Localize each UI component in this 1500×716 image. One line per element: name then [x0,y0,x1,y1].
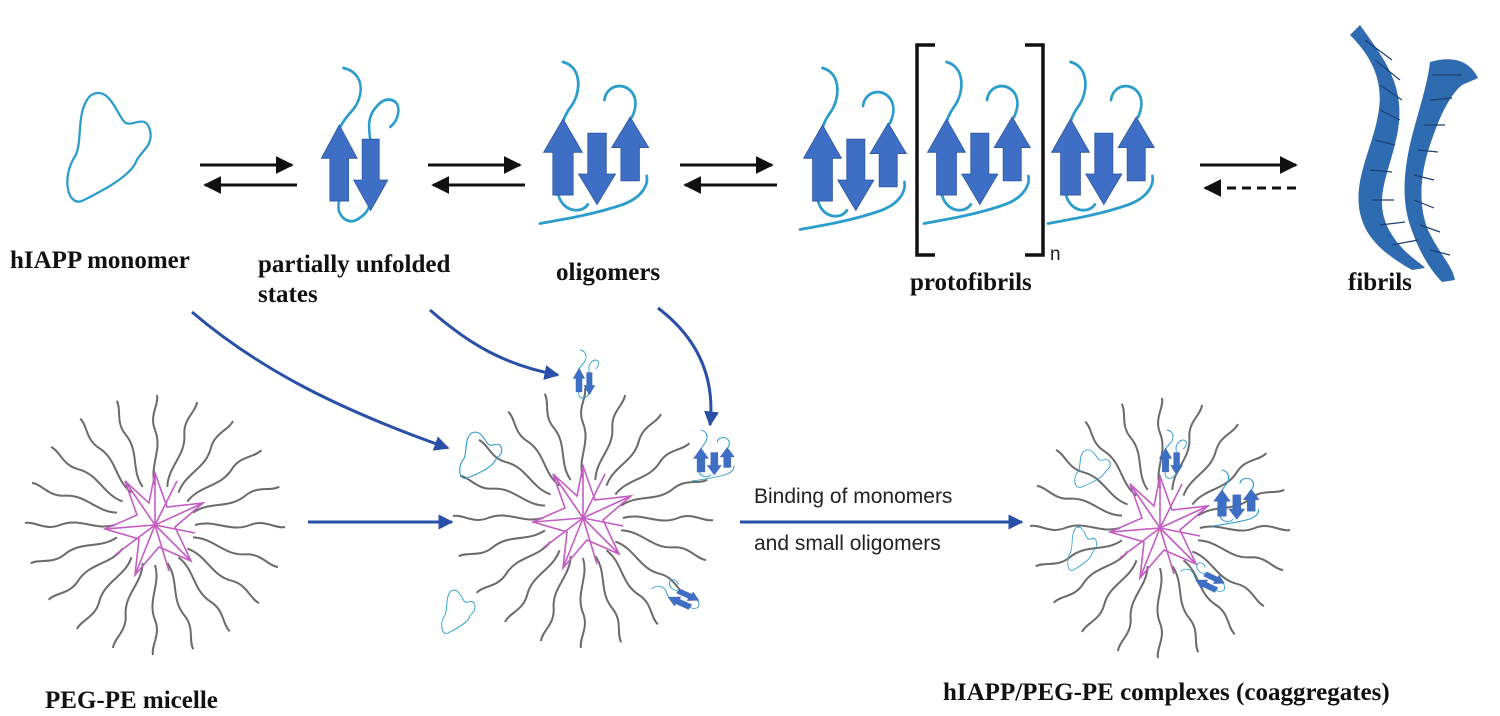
micelle-with-peptides [441,349,736,649]
bracket-right [1025,43,1045,257]
label-fibrils: fibrils [1348,269,1412,296]
equilibrium-arrows-3 [680,156,777,194]
bracket-left [915,43,935,257]
oligomer-structure [538,60,650,225]
label-binding-2: and small oligomers [754,532,941,555]
equilibrium-arrows-1 [200,156,297,194]
label-monomer: hIAPP monomer [10,247,190,274]
monomer-structure [66,91,152,203]
repeat-subscript: n [1050,244,1061,265]
flow-arrows [191,306,719,451]
equilibrium-arrows-2 [428,156,525,194]
label-binding-1: Binding of monomers [754,485,952,508]
protofibril-structure [798,43,1156,257]
peptide-micelle-complex [1029,397,1291,659]
label-micelle: PEG-PE micelle [45,687,218,714]
label-partially-unfolded: partially unfolded [258,251,450,278]
label-complexes: hIAPP/PEG-PE complexes (coaggregates) [943,679,1390,706]
partially-unfolded-structure [319,66,400,223]
peg-pe-micelle [24,394,286,656]
label-states: states [258,281,318,308]
label-oligomers: oligomers [556,259,660,286]
fibril-structure [1350,25,1478,282]
fibril-arrows [1200,156,1298,197]
label-protofibrils: protofibrils [910,269,1032,296]
